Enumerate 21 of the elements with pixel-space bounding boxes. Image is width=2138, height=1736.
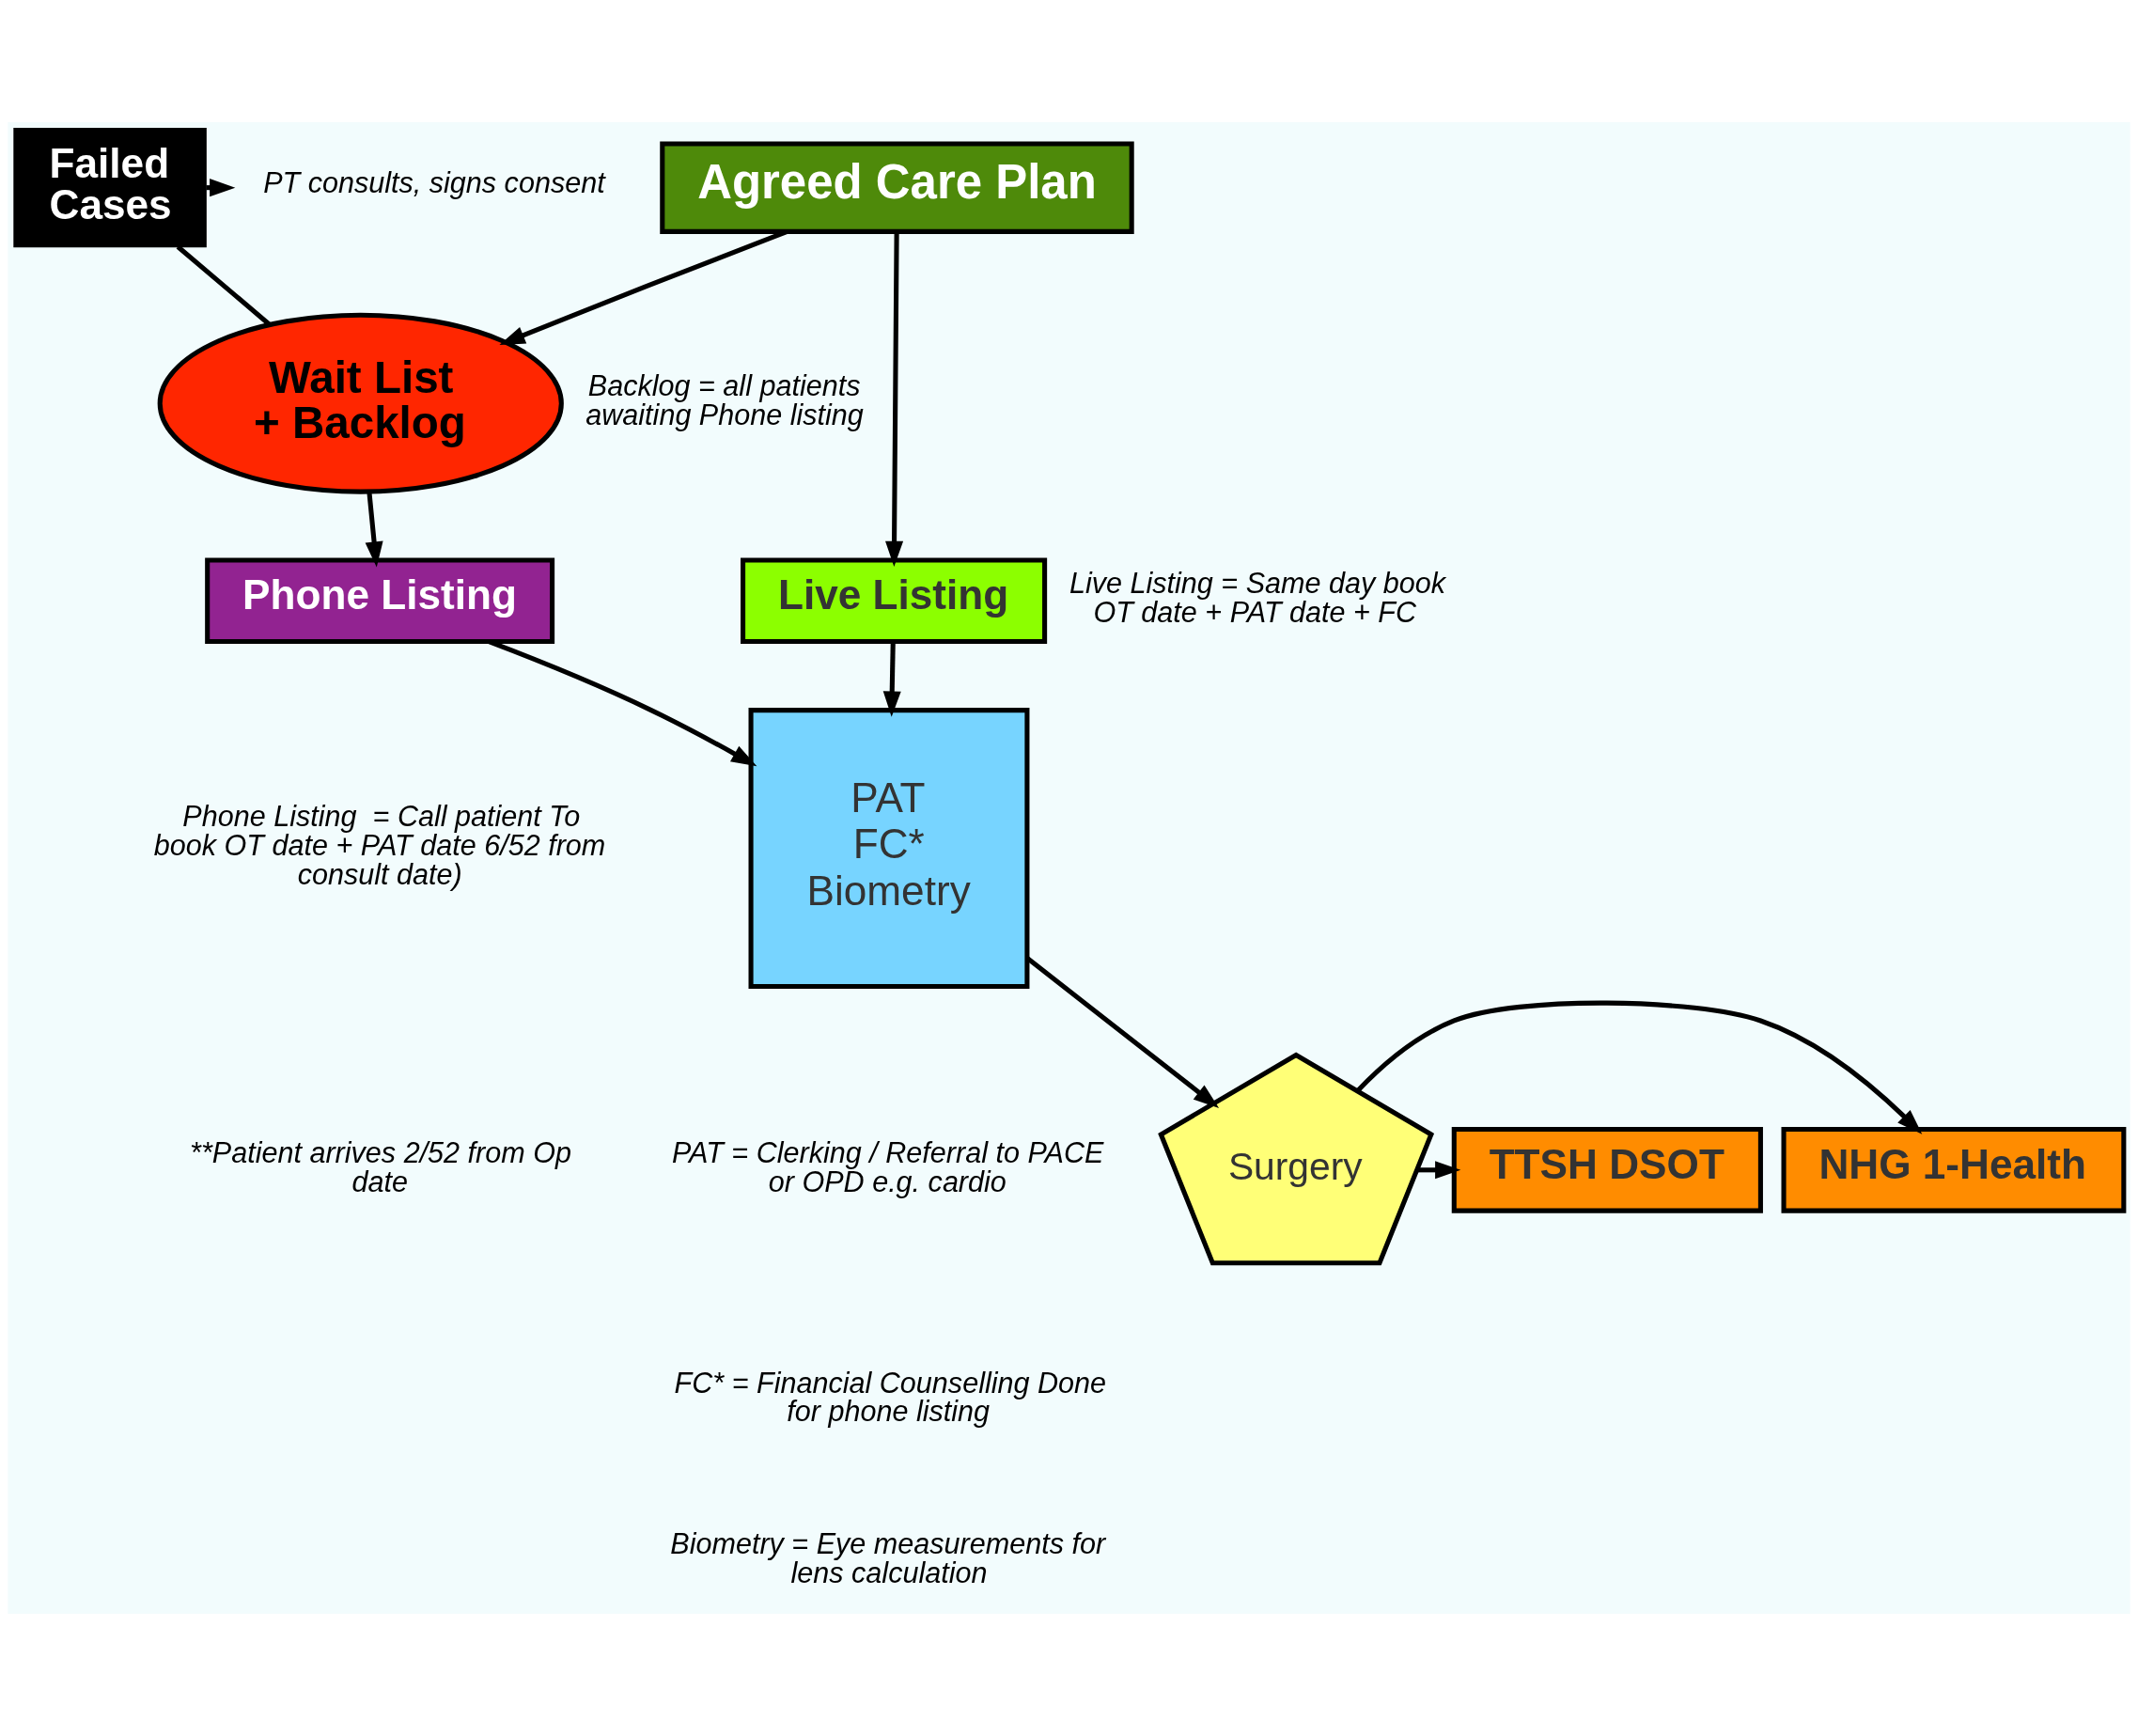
label: Biometry = Eye measurements for lens calculation — [670, 1527, 1106, 1588]
node-box: NHG 1-Health — [1781, 1126, 2127, 1213]
node-text: PT consults, signs consent — [263, 166, 605, 199]
arrow — [885, 231, 904, 568]
node-label: Live Listing = Same day book OT date + PAT date + FC — [1069, 567, 1446, 629]
node-ellipse: Wait List + Backlog — [157, 312, 564, 494]
label: FC* = Financial Counselling Done for phone listing — [674, 1366, 1107, 1428]
arrow — [1416, 1161, 1461, 1180]
arrow — [882, 641, 901, 717]
node-box: Failed Cases — [13, 127, 207, 248]
label: Phone Listing = Call patient To book OT date + PAT date 6/52 from consult date) — [153, 800, 606, 890]
label: **Patient arrives 2/52 from Op date — [190, 1135, 571, 1197]
arrow — [365, 492, 383, 568]
node-box: Agreed Care Plan — [660, 141, 1134, 234]
node-label: Backlog = all patients awaiting Phone listing — [585, 369, 864, 430]
node-box: PAT FC* Biometry — [748, 708, 1030, 989]
node-box: Live Listing — [741, 557, 1048, 645]
label: PAT = Clerking / Referral to PACE or OPD e.g. cardio — [671, 1135, 1104, 1197]
node-box: TTSH DSOT — [1451, 1126, 1763, 1213]
arrow — [1355, 1000, 1923, 1134]
node-box: Phone Listing — [205, 557, 555, 645]
